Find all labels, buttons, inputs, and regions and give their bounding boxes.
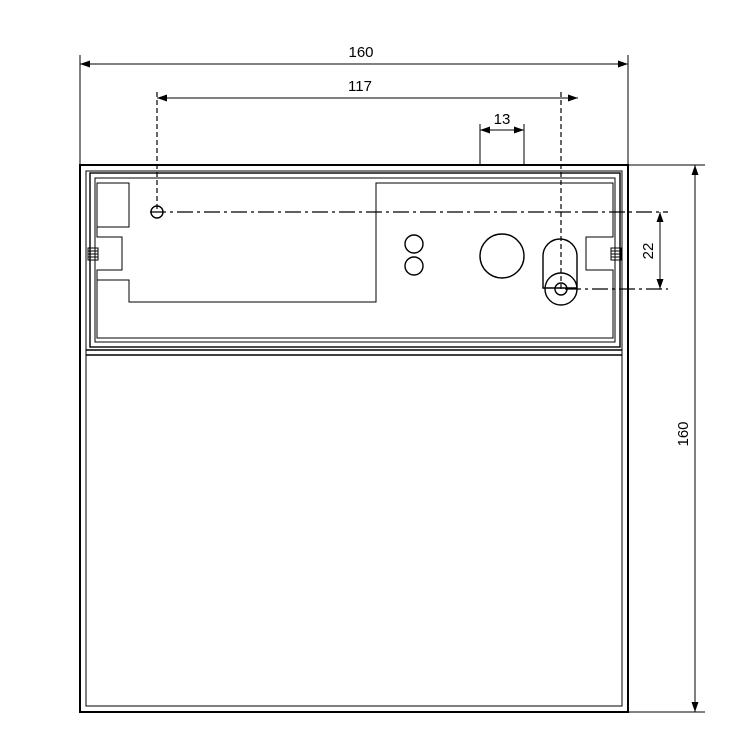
dimension-overall-width: 160: [79, 44, 629, 165]
overall-height-label: 160: [675, 421, 692, 446]
terminal-panel: [86, 172, 622, 356]
inner-pocket-outline: [96, 182, 614, 339]
panel-outer-border: [89, 172, 621, 348]
mounting-slot: [542, 238, 578, 289]
overall-width-label: 160: [348, 44, 373, 61]
round-opening: [479, 233, 525, 279]
panel-inner-border: [94, 177, 616, 343]
housing-outline: [79, 164, 629, 713]
hole-spacing-label: 117: [348, 78, 372, 95]
outer-frame: [79, 164, 629, 713]
inner-frame: [85, 170, 623, 707]
screw-icon: [87, 247, 99, 261]
hole-offset-label: 22: [640, 243, 657, 260]
indicator-led-bottom: [404, 256, 424, 276]
dimension-hole-offset: 22: [640, 212, 664, 289]
dimension-hole-spacing: 117: [157, 78, 578, 102]
corner-cutout-left: [96, 182, 130, 228]
dimension-slot-width: 13: [479, 111, 525, 165]
center-lines: [150, 92, 668, 290]
screw-icon: [610, 247, 622, 261]
slot-width-label: 13: [494, 111, 511, 128]
dimension-overall-height: 160: [628, 164, 705, 713]
indicator-led-top: [404, 234, 424, 254]
